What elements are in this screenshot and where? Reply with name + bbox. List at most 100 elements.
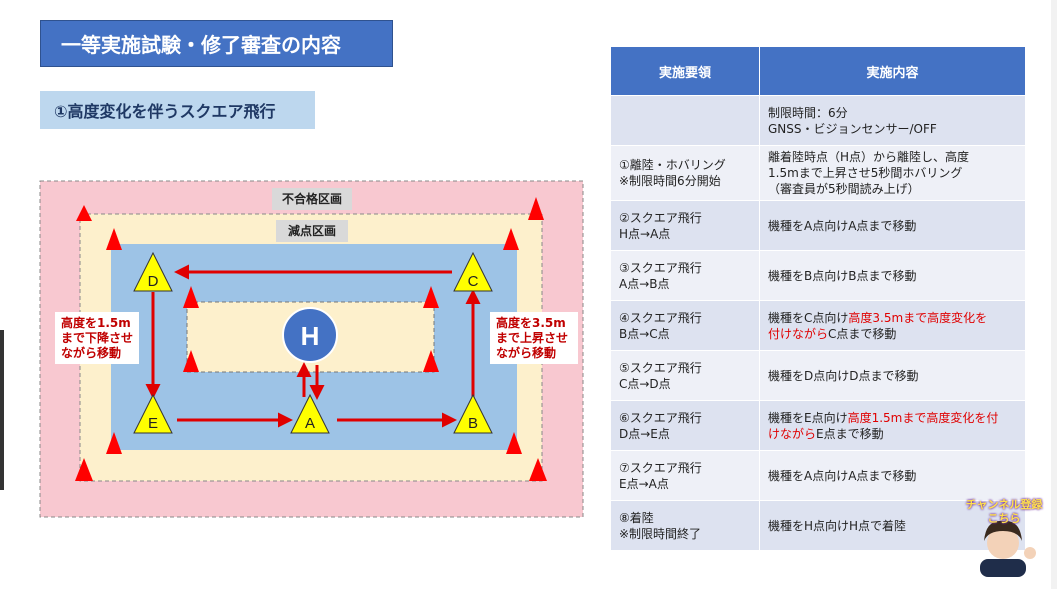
content-cell: 機種をB点向けB点まで移動 (759, 250, 1026, 301)
point-a-label: A (305, 415, 315, 432)
h-pad-icon (282, 307, 338, 363)
markers (133, 251, 493, 434)
note-line: まで下降させ (61, 331, 134, 345)
content-cell: 機種をC点向け高度3.5mまで高度変化を付けながらC点まで移動 (759, 300, 1026, 351)
note-line: ながら移動 (496, 346, 557, 360)
table-header-row: 実施要領 実施内容 (610, 46, 1026, 96)
cell-text: 1.5mまで上昇させ5秒間ホバリング (768, 166, 963, 180)
table-row: ⑧着陸※制限時間終了機種をH点向けH点で着陸 (610, 500, 1026, 551)
cell-line: ⑧着陸 (619, 510, 654, 525)
cone-icon (423, 286, 439, 308)
cell-line: ⑦スクエア飛行 (619, 460, 702, 475)
cell-text: （審査員が5秒間読み上げ） (768, 182, 920, 196)
cell-line: 機種をE点向け高度1.5mまで高度変化を付 (768, 410, 1017, 426)
square-flight-diagram: H D C E A B (39, 180, 584, 518)
cell-text: 機種をH点向けH点で着陸 (768, 518, 907, 533)
cone-icon (106, 228, 122, 250)
mascot-avatar[interactable] (962, 495, 1044, 577)
cell-line: H点→A点 (619, 226, 671, 241)
point-c-label: C (468, 273, 479, 290)
page-title: 一等実施試験・修了審査の内容 (40, 20, 393, 67)
cell-text: 制限時間：6分 (768, 105, 848, 120)
cell-line: ※制限時間終了 (619, 526, 702, 541)
cell-line: けながらE点まで移動 (768, 426, 1017, 442)
marker-b-icon (453, 393, 493, 434)
cell-text: 機種をA点向けA点まで移動 (768, 468, 917, 483)
note-line: まで上昇させ (496, 331, 569, 345)
window-edge (0, 330, 4, 490)
procedure-cell: ⑧着陸※制限時間終了 (610, 500, 760, 551)
cone-icon (506, 432, 522, 454)
subscribe-label[interactable]: チャンネル登録 こちら (963, 498, 1045, 526)
left-altitude-note: 高度を1.5m まで下降させ ながら移動 (55, 312, 139, 364)
cone-icon (76, 205, 92, 221)
header-content: 実施内容 (759, 46, 1026, 96)
deduct-zone-label: 減点区画 (276, 220, 348, 242)
cell-line: ⑥スクエア飛行 (619, 410, 702, 425)
marker-c-icon (453, 251, 493, 292)
cones (75, 197, 547, 481)
cell-line: 離着陸時点（H点）から離陸し、高度 (768, 149, 1017, 165)
h-point-label: H (301, 321, 320, 351)
cell-line: ⑤スクエア飛行 (619, 360, 702, 375)
cell-line: ②スクエア飛行 (619, 210, 702, 225)
cone-icon (106, 432, 122, 454)
cell-line: C点→D点 (619, 376, 671, 391)
cone-icon (183, 286, 199, 308)
cone-icon (503, 228, 519, 250)
cone-icon (75, 458, 93, 481)
cell-line: 1.5mまで上昇させ5秒間ホバリング (768, 165, 1017, 181)
highlight-text: 付けながら (768, 326, 829, 341)
cell-line: 機種をA点向けA点まで移動 (768, 468, 1017, 484)
cell-line: 制限時間：6分 (768, 105, 1017, 121)
cell-line: GNSS・ビジョンセンサー/OFF (768, 121, 1017, 137)
right-altitude-note: 高度を3.5m まで上昇させ ながら移動 (490, 312, 578, 364)
subscribe-line: こちら (987, 512, 1021, 525)
cell-line: A点→B点 (619, 276, 670, 291)
note-line: 高度を3.5m (496, 316, 566, 330)
cell-line: ①離陸・ホバリング (619, 158, 726, 172)
section-subtitle: ①高度変化を伴うスクエア飛行 (40, 91, 315, 129)
header-procedure: 実施要領 (610, 46, 760, 96)
cell-line: 付けながらC点まで移動 (768, 326, 1017, 342)
highlight-text: けながら (768, 426, 817, 441)
cell-line: 機種をB点向けB点まで移動 (768, 268, 1017, 284)
content-cell: 機種をA点向けA点まで移動 (759, 450, 1026, 501)
cell-line: B点→C点 (619, 326, 670, 341)
cell-text: C点まで移動 (828, 326, 897, 341)
note-line: 高度を1.5m (61, 316, 131, 330)
highlight-text: 高度3.5mまで高度変化を (848, 310, 988, 325)
highlight-text: 高度1.5mまで高度変化を付 (847, 410, 999, 425)
cell-text: 機種をE点向け (768, 410, 848, 425)
procedure-cell (610, 95, 760, 146)
content-cell: 機種をH点向けH点で着陸 (759, 500, 1026, 551)
point-e-label: E (148, 415, 158, 432)
subscribe-line: チャンネル登録 (965, 498, 1043, 511)
cell-line: 機種をC点向け高度3.5mまで高度変化を (768, 310, 1017, 326)
note-line: ながら移動 (61, 346, 122, 360)
marker-a-icon (290, 393, 330, 434)
cone-icon (423, 350, 439, 372)
cell-line: 機種をD点向けD点まで移動 (768, 368, 1017, 384)
cone-icon (183, 350, 199, 372)
cone-icon (529, 458, 547, 481)
content-cell: 機種をD点向けD点まで移動 (759, 350, 1026, 401)
content-cell: 機種をA点向けA点まで移動 (759, 200, 1026, 251)
cell-line: 機種をH点向けH点で着陸 (768, 518, 1017, 534)
cell-text: 機種をA点向けA点まで移動 (768, 218, 917, 233)
content-cell: 機種をE点向け高度1.5mまで高度変化を付けながらE点まで移動 (759, 400, 1026, 451)
